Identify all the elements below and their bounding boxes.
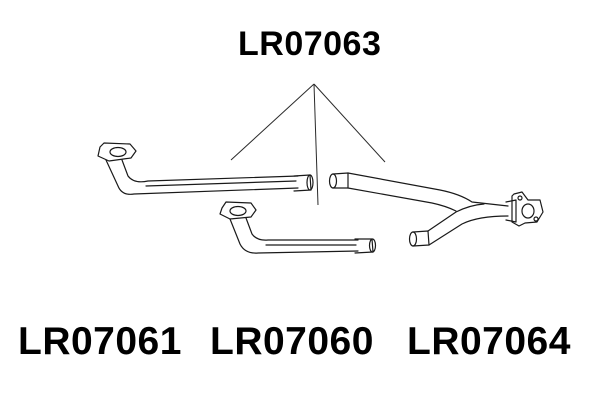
pipe-right-upper-sleeve [332,172,349,189]
pipe-right-upper-branch [347,172,509,207]
pipe-right-upper-inlet [328,173,338,189]
pipe-right [328,172,544,247]
pipe-left [97,142,314,195]
leader-line-left [230,83,315,161]
pipe-middle [219,201,377,254]
component-part-number-left: LR07061 [18,320,182,363]
pipe-right-outlet-collar [505,199,517,223]
pipe-right-lower-branch-lower [428,215,509,246]
pipe-left-flange [97,142,137,162]
pipe-right-outlet-flange [511,191,544,227]
pipe-right-bolt-hole-top [517,195,523,201]
pipe-right-outlet-hole [521,203,535,219]
pipe-middle-body-inner [245,217,359,241]
pipe-right-lower-sleeve [412,230,430,247]
pipe-middle-outlet-end [368,238,377,253]
pipe-right-upper-branch-lower [347,187,457,212]
pipe-middle-body [229,218,359,254]
leader-lines [230,83,386,206]
pipe-right-lower-inlet [408,231,418,247]
pipe-middle-flange-hole [229,205,247,217]
pipe-left-body [105,159,299,195]
pipe-left-body-inner [121,159,299,183]
pipe-middle-outlet [354,238,374,254]
leader-line-middle [313,83,319,206]
pipe-left-flange-hole [109,146,127,158]
pipe-left-seam [145,180,297,187]
pipe-left-outlet-end [306,174,314,191]
pipe-left-outlet [293,174,312,192]
assembly-part-number: LR07063 [238,25,382,63]
leader-line-right [313,83,386,163]
component-part-number-middle: LR07060 [210,320,374,363]
pipe-middle-flange [219,201,257,220]
pipe-right-bolt-hole-bottom [533,216,539,222]
pipe-right-lower-branch [427,203,485,232]
component-part-number-right: LR07064 [407,320,571,363]
